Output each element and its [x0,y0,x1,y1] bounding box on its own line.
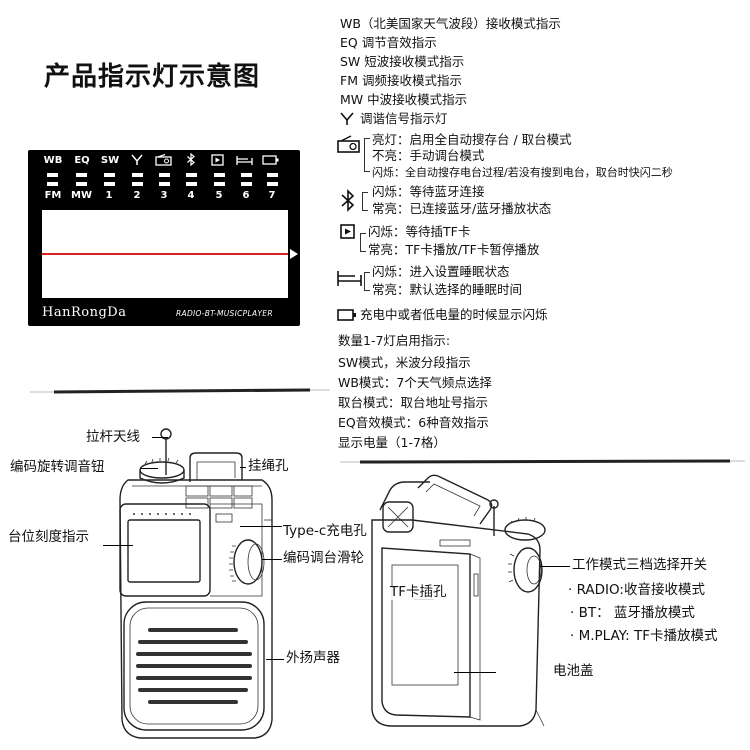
callout-mode-bt: · BT： 蓝牙播放模式 [570,605,695,621]
desc-tf-blink: 闪烁：等待插TF卡 [368,224,471,239]
callout-mode-mplay: · M.PLAY: TF卡播放模式 [570,628,718,644]
desc-store-blink: 闪烁：全自动搜存电台过程/若没有搜到电台，取台时快闪二秒 [372,166,673,179]
indicator-panel: WB EQ SW FM MW 1 2 3 4 5 6 7 HanRongDa R… [28,150,300,326]
panel-label-7: 7 [268,190,276,201]
scale-arrow-icon [290,249,298,259]
brand-logo-text: HanRongDa [42,305,127,320]
panel-label-1: 1 [105,190,113,201]
desc-fm: FM 调频接收模式指示 [340,73,462,88]
callout-encoder-knob: 编码旋转调音钮 [10,459,105,475]
panel-label-5: 5 [215,190,223,201]
battery-icon [262,155,279,165]
desc-bt-on: 常亮：已连接蓝牙/蓝牙播放状态 [372,201,552,216]
callout-scale: 台位刻度指示 [8,529,89,545]
num-sw: SW模式，米波分段指示 [338,355,471,370]
panel-label-eq: EQ [74,155,90,166]
desc-mw: MW 中波接收模式指示 [340,92,468,107]
divider-left [30,388,330,394]
tf-play-icon [340,224,355,239]
radio-store-icon [337,135,360,153]
callout-typec: Type-c充电孔 [283,523,367,539]
panel-label-2: 2 [133,190,141,201]
panel-label-4: 4 [187,190,195,201]
desc-tf-on: 常亮：TF卡播放/TF卡暂停播放 [368,242,540,257]
desc-bt-blink: 闪烁：等待蓝牙连接 [372,184,485,199]
desc-eq: EQ 调节音效指示 [340,35,437,50]
desc-battery: 充电中或者低电量的时候显示闪烁 [360,307,548,322]
callout-battery-cover: 电池盖 [553,663,594,679]
sleep-icon [337,271,362,286]
desc-sleep-blink: 闪烁：进入设置睡眠状态 [372,264,510,279]
desc-wb: WB（北美国家天气波段）接收模式指示 [340,16,561,31]
tf-play-icon [211,154,224,166]
tuning-pointer-line [42,253,288,255]
desc-tune: 调谐信号指示灯 [360,111,448,126]
desc-sw: SW 短波接收模式指示 [340,54,465,69]
front-radio-drawing [119,428,273,739]
brand-subtitle: RADIO-BT-MUSICPLAYER [176,309,273,318]
sleep-icon [236,156,253,165]
back-radio-drawing [371,474,546,727]
bluetooth-icon [341,189,355,212]
num-bat: 显示电量（1-7格） [338,435,446,450]
panel-label-sw: SW [100,155,120,166]
device-illustration [119,428,546,739]
num-take: 取台模式：取台地址号指示 [338,395,489,410]
callout-mode-switch: 工作模式三档选择开关 [572,557,707,573]
battery-icon [337,309,356,321]
panel-label-wb: WB [43,155,63,166]
page-title: 产品指示灯示意图 [44,62,261,92]
num-title: 数量1-7灯启用指示: [338,333,451,348]
divider-right [340,459,745,464]
panel-label-fm: FM [44,190,62,201]
bluetooth-icon [187,153,195,166]
panel-label-3: 3 [160,190,168,201]
panel-label-mw: MW [71,190,92,201]
callout-tf-slot: TF卡插孔 [390,584,447,600]
antenna-icon [340,112,354,125]
callout-antenna: 拉杆天线 [86,429,140,445]
num-wb: WB模式：7个天气频点选择 [338,375,492,390]
desc-sleep-on: 常亮：默认选择的睡眠时间 [372,282,523,297]
desc-store-off: 不亮：手动调台模式 [372,148,485,163]
num-eq: EQ音效模式：6种音效指示 [338,415,489,430]
desc-store-on: 亮灯：启用全自动搜存台 / 取台模式 [372,132,572,147]
radio-store-icon [155,154,172,166]
callout-lanyard: 挂绳孔 [248,458,289,474]
callout-mode-radio: · RADIO:收音接收模式 [568,582,705,598]
callout-wheel: 编码调台滑轮 [283,550,364,566]
callout-speaker: 外扬声器 [286,650,340,666]
antenna-icon [131,154,143,165]
panel-label-6: 6 [242,190,250,201]
frequency-scale-window [42,210,288,298]
